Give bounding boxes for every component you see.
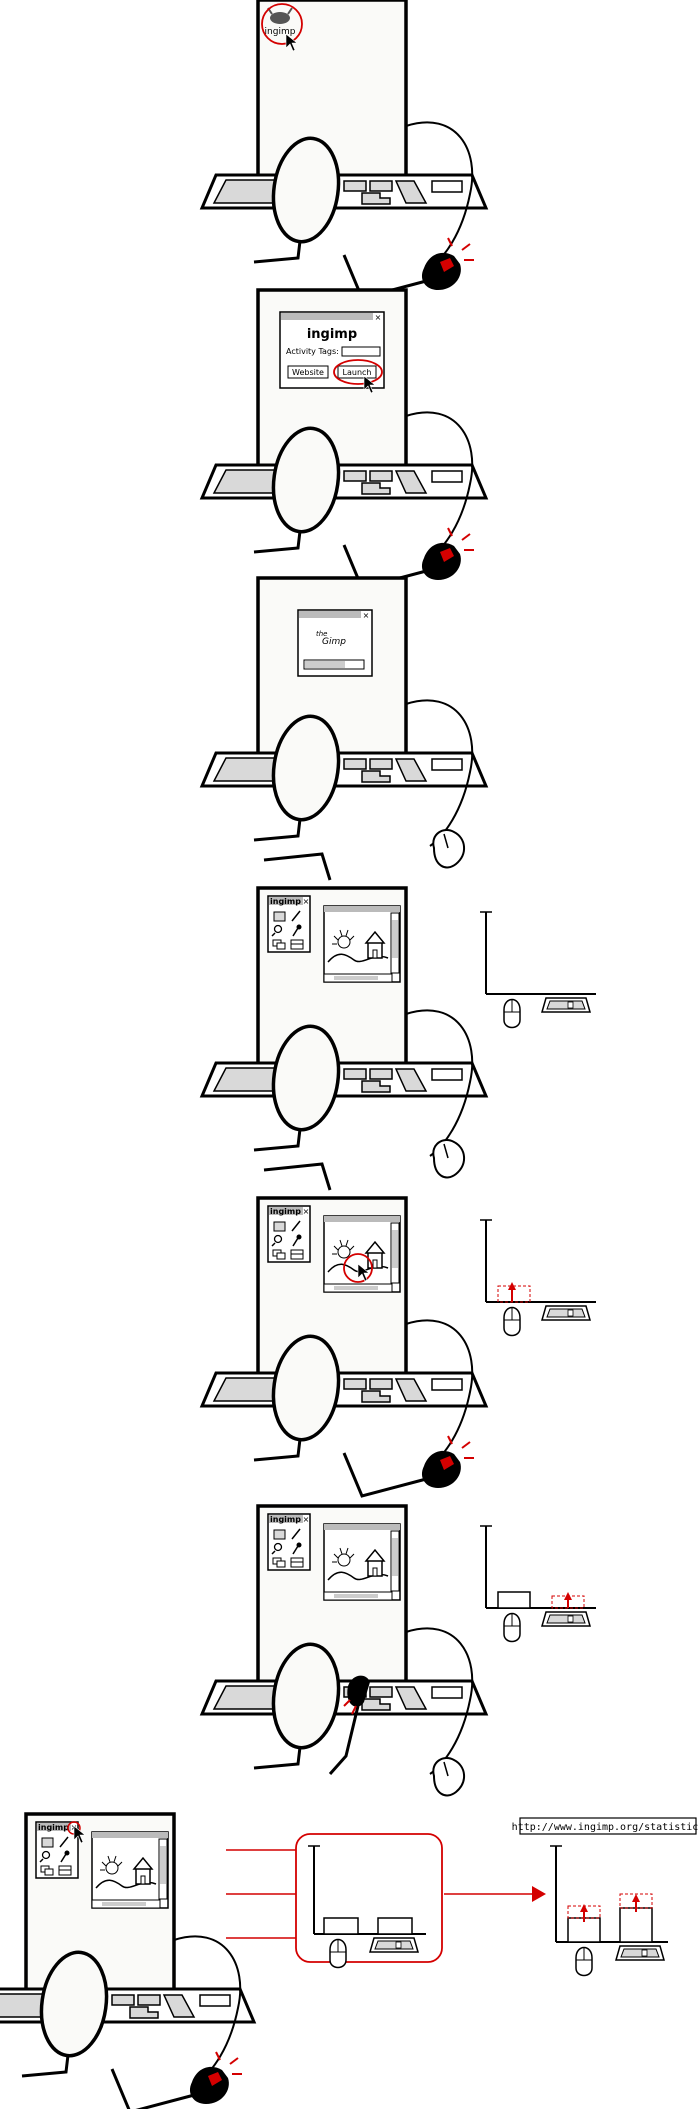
- close-icon[interactable]: ×: [363, 611, 370, 620]
- usage-graph-2: [480, 1219, 596, 1337]
- highlight-circle: [261, 3, 303, 45]
- toolbox-window: ingimp ×: [267, 1513, 311, 1571]
- toolbox-title: ingimp: [270, 1207, 301, 1216]
- hand-typing-icon: [347, 1675, 370, 1707]
- incoming-data-lines: [226, 1849, 296, 1939]
- launch-button[interactable]: [337, 365, 377, 379]
- close-icon[interactable]: ×: [303, 1207, 310, 1216]
- activity-tags-label: Activity Tags:: [286, 347, 339, 356]
- toolbox-title: ingimp: [270, 1515, 301, 1524]
- toolbox-window: ingimp ×: [35, 1821, 79, 1879]
- upload-arrow: [444, 1886, 546, 1902]
- panel-7-quit-and-upload: ingimp ×: [0, 1812, 256, 2109]
- url-label-box[interactable]: [519, 1817, 697, 1835]
- keyboard-icon: [369, 1937, 419, 1953]
- ingimp-dialog: × ingimp Activity Tags: Website Launch: [279, 311, 385, 394]
- close-icon[interactable]: ×: [303, 1515, 310, 1524]
- mouse-icon: [575, 1946, 593, 1977]
- hand-clicking-mouse-icon: [420, 237, 475, 291]
- usage-graph-1: [480, 911, 596, 1029]
- close-icon[interactable]: ×: [375, 313, 382, 322]
- mouse-icon: [432, 1138, 466, 1179]
- toolbox-title: ingimp: [270, 897, 301, 906]
- mouse-icon: [503, 1306, 521, 1337]
- activity-tags-input[interactable]: [341, 346, 381, 357]
- website-button-label: Website: [292, 368, 324, 377]
- toolbox-window: ingimp ×: [267, 895, 311, 953]
- panel-6-keyboard-usage: ingimp ×: [200, 1504, 488, 1797]
- hand-clicking-mouse-icon: [188, 2051, 243, 2105]
- usage-graph-3: [480, 1525, 596, 1643]
- splash-small-text: the: [316, 630, 328, 638]
- local-usage-graph: [295, 1833, 443, 1969]
- keyboard-icon: [541, 1611, 591, 1627]
- panel-2-ingimp-dialog: × ingimp Activity Tags: Website Launch: [200, 288, 488, 590]
- keyboard-icon: [541, 997, 591, 1013]
- dialog-title: ingimp: [307, 327, 357, 342]
- toolbox-title: ingimp: [38, 1823, 69, 1832]
- gimp-splash-window: × the Gimp: [297, 609, 373, 677]
- launch-button-label: Launch: [343, 368, 372, 377]
- logo-label: ingimp: [265, 27, 296, 37]
- hand-clicking-mouse-icon: [420, 527, 475, 581]
- panel-4-gimp-open: ingimp ×: [200, 886, 488, 1192]
- toolbox-window: ingimp ×: [267, 1205, 311, 1263]
- image-window: [323, 905, 401, 983]
- keyboard-icon: [615, 1945, 665, 1961]
- mouse-icon: [503, 998, 521, 1029]
- image-window: [323, 1523, 401, 1601]
- mouse-icon: [329, 1938, 347, 1969]
- mouse-icon: [503, 1612, 521, 1643]
- panel-3-gimp-splash: × the Gimp: [200, 576, 488, 882]
- server-statistics: http://www.ingimp.org/statistics: [512, 1817, 699, 1977]
- mouse-icon: [432, 1756, 466, 1797]
- panel-5-mouse-usage: ingimp ×: [200, 1196, 488, 1498]
- hand-clicking-mouse-icon: [420, 1435, 475, 1489]
- website-button[interactable]: [287, 365, 329, 379]
- statistics-url[interactable]: http://www.ingimp.org/statistics: [512, 1822, 699, 1833]
- image-window: [91, 1831, 169, 1909]
- mouse-icon: [432, 828, 466, 869]
- splash-big-text: Gimp: [322, 637, 346, 647]
- close-icon[interactable]: ×: [303, 897, 310, 906]
- panel-1-launch-icon: ingimp: [200, 0, 488, 300]
- keyboard-icon: [541, 1305, 591, 1321]
